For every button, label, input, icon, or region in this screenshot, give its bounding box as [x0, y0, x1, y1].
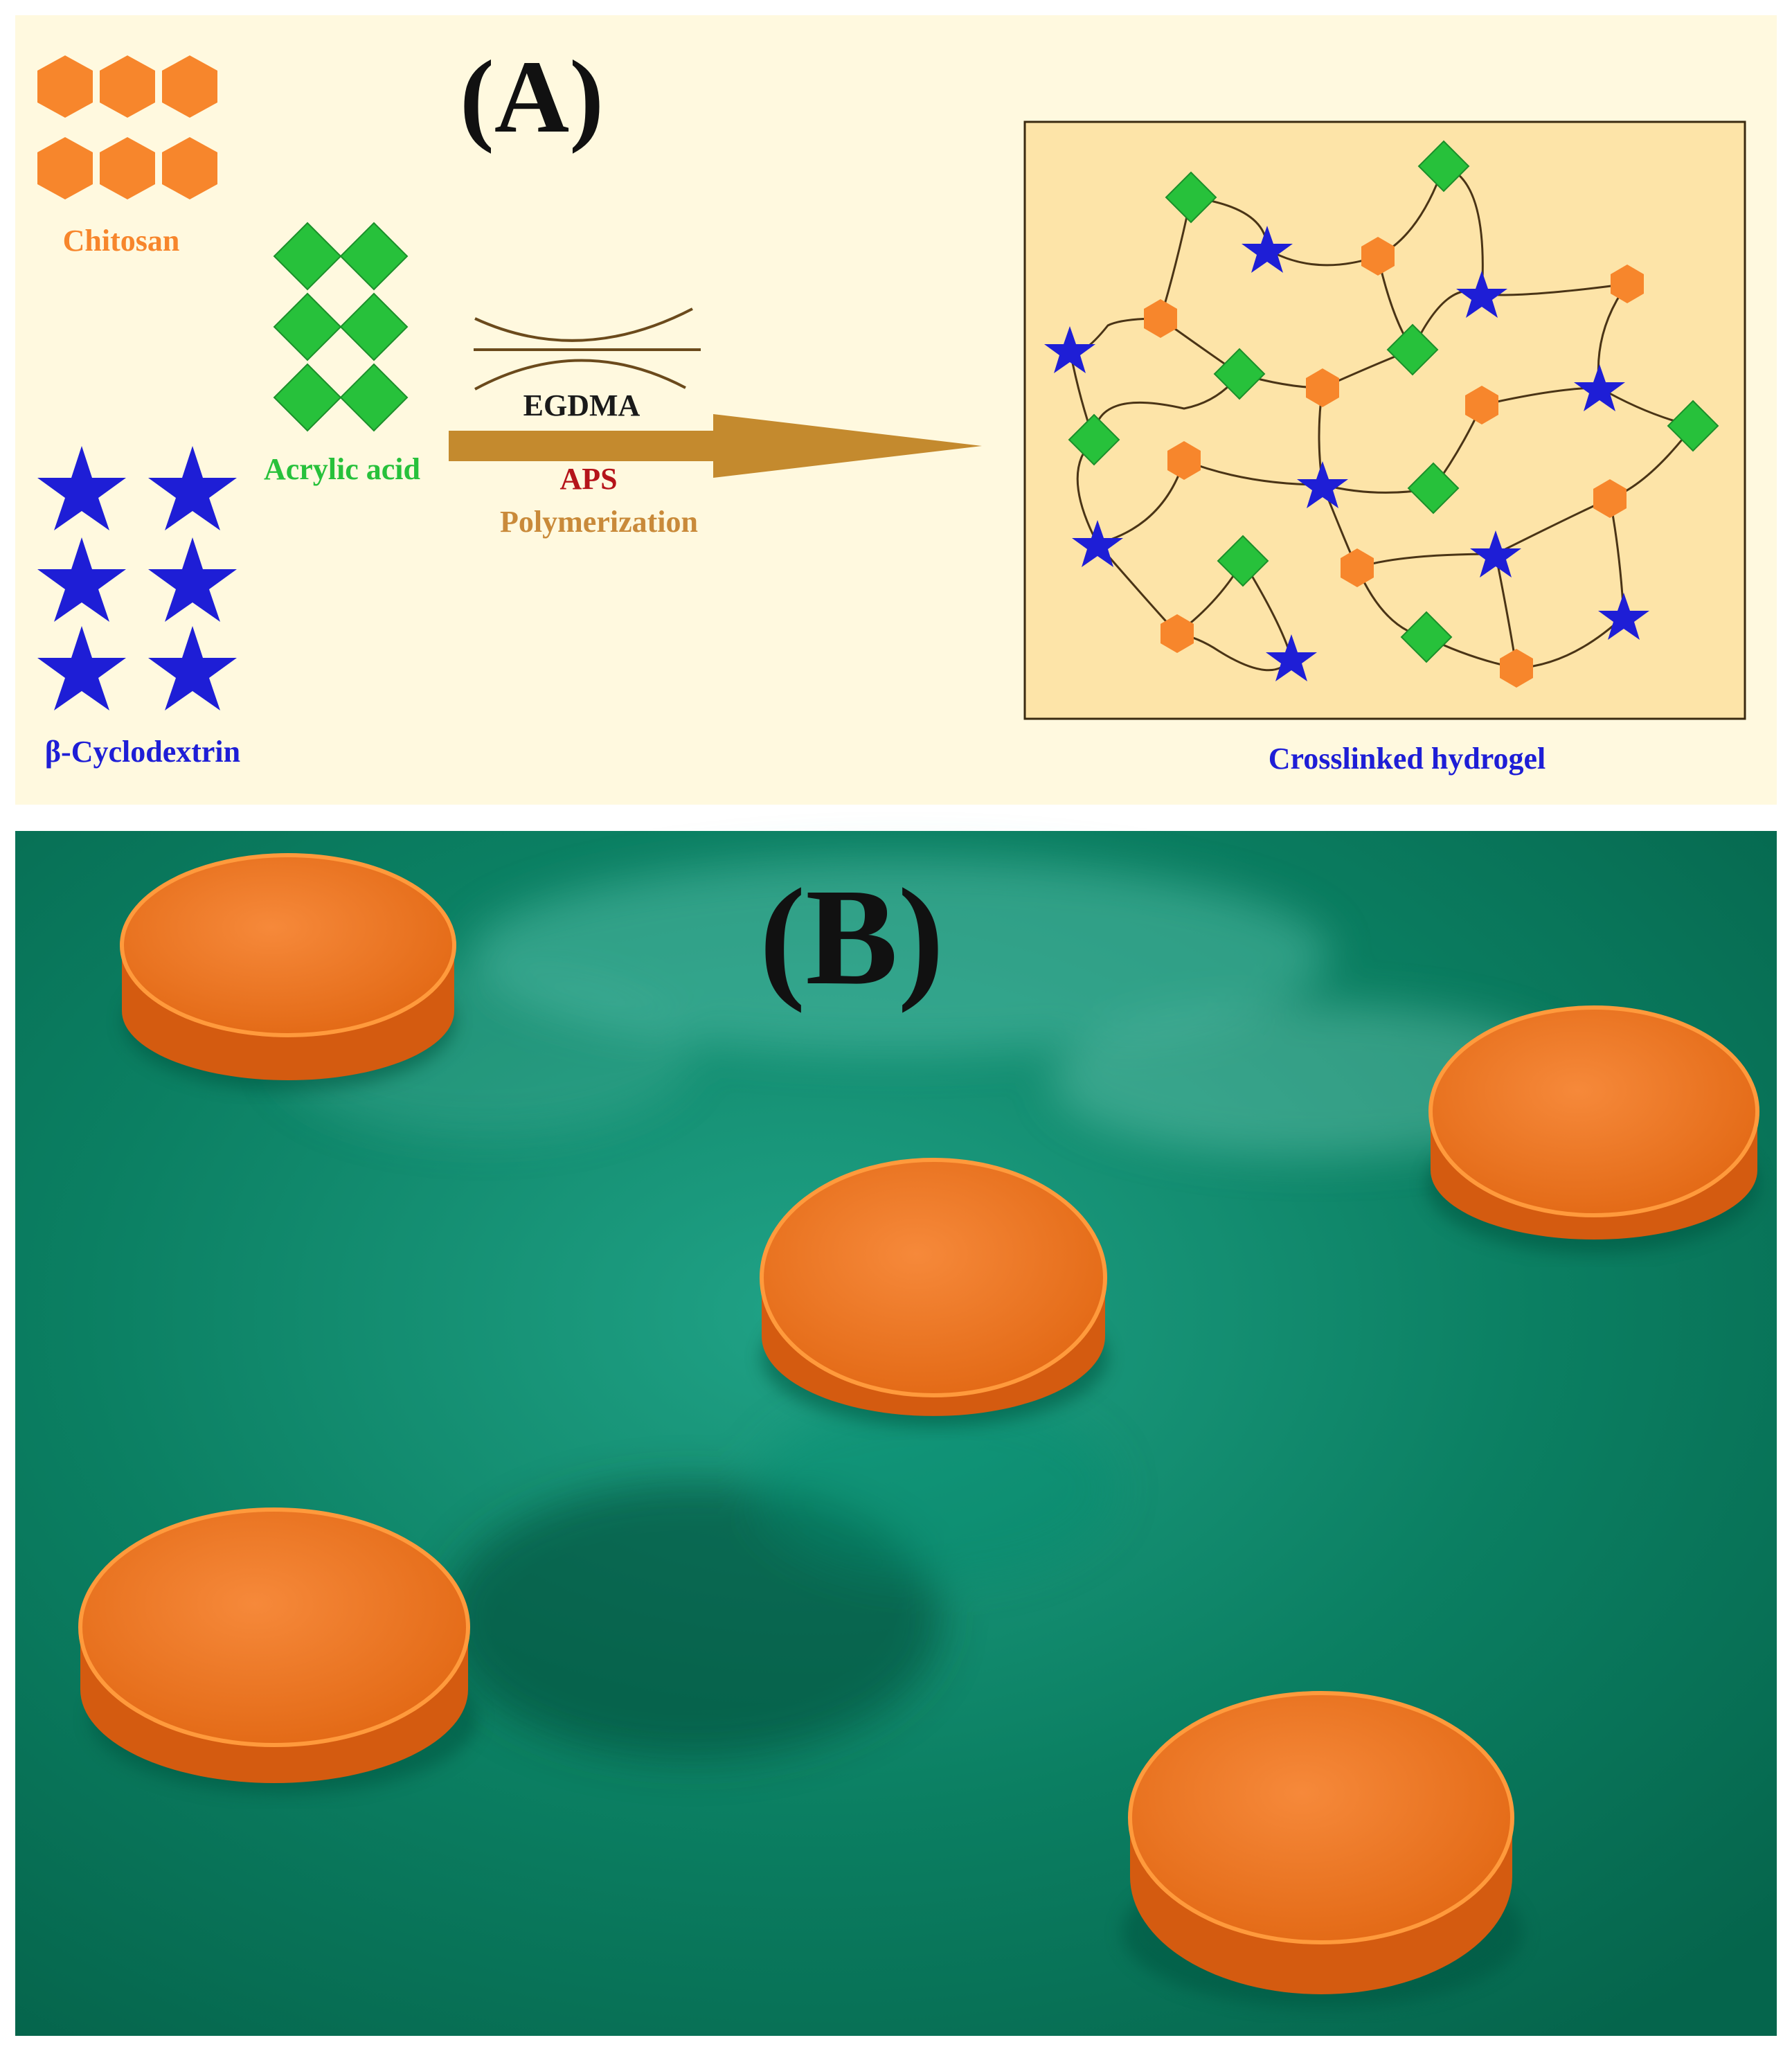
hydrogel-disc	[1122, 1691, 1523, 2008]
diamond-icon	[273, 292, 342, 361]
acrylic-acid-label: Acrylic acid	[264, 452, 420, 486]
diamond-icon	[339, 292, 409, 361]
hydrogel-disc	[120, 853, 456, 1091]
hexagon-icon	[100, 137, 155, 199]
star-icon	[1574, 364, 1625, 411]
star-icon	[1072, 520, 1123, 567]
star-icon	[1266, 634, 1317, 681]
cyclodextrin-label: β-Cyclodextrin	[45, 735, 240, 769]
hexagon-icon	[1611, 265, 1644, 303]
hexagon-icon	[100, 55, 155, 118]
hydrogel-disc	[1426, 1005, 1759, 1253]
diamond-icon	[273, 222, 342, 291]
hexagon-icon	[1144, 299, 1177, 338]
diamond-icon	[339, 363, 409, 432]
star-icon	[37, 446, 126, 530]
hexagon-icon	[1465, 386, 1498, 424]
acrylic-acid-cluster	[273, 222, 409, 432]
panel-a-label: (A)	[460, 39, 604, 154]
arrow-icon	[449, 414, 982, 478]
hexagon-icon	[1593, 479, 1627, 518]
network-acrylic-units	[1068, 140, 1719, 663]
diamond-icon	[1213, 348, 1266, 400]
star-icon	[37, 626, 126, 710]
diamond-icon	[339, 222, 409, 291]
hydrogel-disc	[760, 1158, 1108, 1426]
diamond-icon	[1417, 140, 1470, 193]
hexagon-icon	[1361, 237, 1395, 276]
hexagon-icon	[37, 55, 93, 118]
hexagon-icon	[1161, 614, 1194, 653]
star-icon	[148, 626, 237, 710]
panel-b-label: (B)	[760, 861, 944, 1014]
star-icon	[148, 537, 237, 622]
crosslinker-icon	[474, 307, 701, 391]
diamond-icon	[273, 363, 342, 432]
star-icon	[1456, 271, 1507, 318]
hydrogel-label: Crosslinked hydrogel	[1269, 742, 1546, 776]
hexagon-icon	[162, 137, 217, 199]
crosslinker-label: EGDMA	[523, 388, 640, 422]
hydrogel-box	[1023, 120, 1746, 720]
diamond-icon	[1217, 535, 1269, 587]
network-chitosan-units	[1144, 237, 1644, 688]
hexagon-icon	[162, 55, 217, 118]
hexagon-icon	[37, 137, 93, 199]
chitosan-cluster	[37, 55, 217, 199]
network-cyclodextrin-units	[1044, 226, 1649, 681]
star-icon	[1044, 326, 1095, 373]
diamond-icon	[1667, 400, 1719, 452]
diamond-icon	[1068, 413, 1120, 466]
star-icon	[148, 446, 237, 530]
hydrogel-network	[1023, 120, 1746, 720]
hydrogel-disc	[78, 1507, 478, 1793]
process-label: Polymerization	[500, 505, 698, 539]
star-icon	[1242, 226, 1293, 273]
chitosan-label: Chitosan	[63, 224, 180, 258]
diamond-icon	[1400, 611, 1453, 663]
panel-b: (B)	[15, 831, 1777, 2036]
hexagon-icon	[1500, 649, 1533, 688]
diamond-icon	[1386, 323, 1439, 376]
star-icon	[1297, 461, 1348, 508]
cyclodextrin-cluster	[37, 446, 237, 710]
initiator-label: APS	[559, 462, 617, 496]
star-icon	[1598, 593, 1649, 640]
hexagon-icon	[1167, 441, 1201, 480]
hexagon-icon	[1341, 548, 1374, 587]
hexagon-icon	[1306, 368, 1339, 407]
diamond-icon	[1407, 462, 1460, 515]
star-icon	[37, 537, 126, 622]
star-icon	[1470, 530, 1521, 578]
panel-a: (A) Chitosan Acrylic acid	[15, 15, 1777, 805]
diamond-icon	[1165, 171, 1217, 224]
